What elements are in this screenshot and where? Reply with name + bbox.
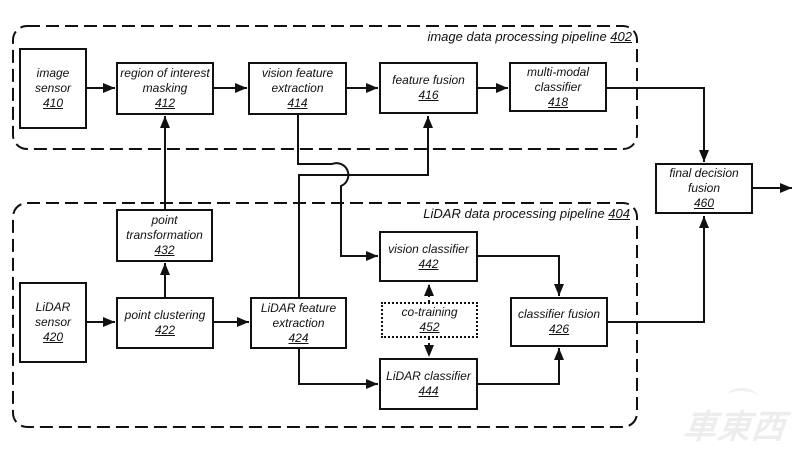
arrow-442-to-426 — [478, 255, 564, 296]
pipeline-402-label: image data processing pipeline 402 — [427, 29, 632, 44]
box-point-clustering: point clustering 422 — [116, 297, 214, 349]
watermark-arc-icon — [727, 388, 757, 404]
arrow-414-to-442-with-hop — [297, 115, 378, 261]
box-multi-modal-classifier: multi-modal classifier 418 — [509, 62, 607, 112]
box-region-of-interest-masking: region of interest masking 412 — [116, 62, 214, 115]
box-point-transformation: point transformation 432 — [116, 209, 213, 262]
arrow-424-to-416 — [298, 116, 433, 297]
box-co-training: co-training 452 — [381, 302, 478, 338]
box-feature-fusion: feature fusion 416 — [379, 62, 478, 114]
arrow-444-to-426 — [478, 348, 564, 385]
box-lidar-feature-extraction: LiDAR feature extraction 424 — [250, 297, 347, 349]
box-vision-classifier: vision classifier 442 — [379, 231, 478, 282]
box-lidar-classifier: LiDAR classifier 444 — [379, 358, 478, 410]
box-final-decision-fusion: final decision fusion 460 — [655, 163, 753, 214]
box-vision-feature-extraction: vision feature extraction 414 — [248, 62, 347, 115]
box-image-sensor: image sensor 410 — [19, 48, 87, 129]
pipeline-404-label: LiDAR data processing pipeline 404 — [423, 206, 630, 221]
arrow-424-to-444 — [298, 349, 378, 389]
box-lidar-sensor: LiDAR sensor 420 — [19, 282, 87, 363]
box-classifier-fusion: classifier fusion 426 — [510, 297, 608, 347]
pipeline-404-border — [12, 202, 638, 428]
arrow-426-to-460 — [608, 216, 709, 323]
arrow-418-to-460 — [607, 87, 709, 162]
